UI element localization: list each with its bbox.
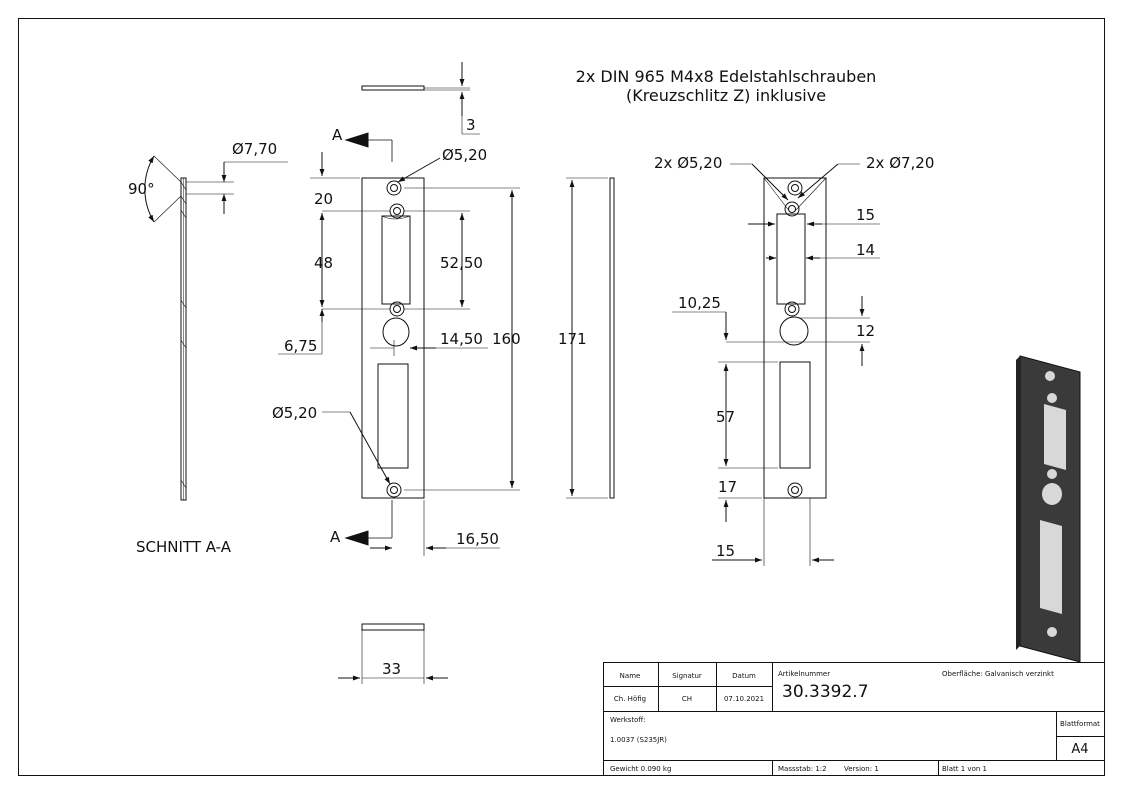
- bottom-hole-diameter: Ø5,20: [272, 404, 317, 422]
- dim-52-50: 52,50: [440, 254, 483, 272]
- width-dimension: 33: [382, 660, 401, 678]
- top-hole-diameter: Ø5,20: [442, 146, 487, 164]
- dim-14-50: 14,50: [440, 330, 483, 348]
- detail-dim-14: 14: [856, 241, 875, 259]
- tb-name: Ch. Höfig: [614, 695, 646, 703]
- dim-48: 48: [314, 254, 333, 272]
- note-line-2: (Kreuzschlitz Z) inklusive: [626, 86, 826, 105]
- tb-date-header: Datum: [732, 672, 756, 680]
- title-block: [603, 662, 1105, 776]
- cut-mark-bottom: A: [330, 528, 341, 546]
- detail-dim-57: 57: [716, 408, 735, 426]
- isometric-render: [1016, 355, 1081, 663]
- dim-6-75: 6,75: [284, 337, 317, 355]
- tb-signature: CH: [682, 695, 692, 703]
- tb-date: 07.10.2021: [724, 695, 764, 703]
- dim-16-50: 16,50: [456, 530, 499, 548]
- tb-version: Version: 1: [844, 765, 879, 773]
- detail-dim-12: 12: [856, 322, 875, 340]
- detail-dim-17: 17: [718, 478, 737, 496]
- section-hole-diameter: Ø7,70: [232, 140, 277, 158]
- dim-20: 20: [314, 190, 333, 208]
- hole-callout-small: 2x Ø5,20: [654, 154, 722, 172]
- side-view: [566, 177, 615, 499]
- tb-name-header: Name: [620, 672, 641, 680]
- note-line-1: 2x DIN 965 M4x8 Edelstahlschrauben: [576, 67, 877, 86]
- detail-dim-15-top: 15: [856, 206, 875, 224]
- tb-surface: Oberfläche: Galvanisch verzinkt: [942, 670, 1054, 678]
- tb-scale: Massstab: 1:2: [778, 765, 827, 773]
- tb-material: 1.0037 (S235JR): [610, 736, 667, 744]
- detail-dim-10-25: 10,25: [678, 294, 721, 312]
- hole-callout-large: 2x Ø7,20: [866, 154, 934, 172]
- tb-sheet: Blatt 1 von 1: [942, 765, 987, 773]
- tb-article-label: Artikelnummer: [778, 670, 830, 678]
- front-view: [278, 62, 520, 684]
- tb-weight: Gewicht 0.090 kg: [610, 765, 671, 773]
- tb-material-label: Werkstoff:: [610, 716, 646, 724]
- tb-article-number: 30.3392.7: [782, 682, 869, 702]
- tb-format-label: Blattformat: [1060, 720, 1100, 728]
- section-angle: 90°: [128, 180, 155, 198]
- screw-note: 2x DIN 965 M4x8 Edelstahlschrauben (Kreu…: [576, 67, 877, 105]
- section-view-a-a: [144, 155, 288, 501]
- dim-171: 171: [558, 330, 587, 348]
- section-label: SCHNITT A-A: [136, 538, 232, 556]
- tb-format: A4: [1071, 742, 1088, 757]
- drawing-frame: [18, 18, 1105, 776]
- detail-view: [672, 163, 880, 566]
- dim-160: 160: [492, 330, 521, 348]
- cut-mark-top: A: [332, 126, 343, 144]
- detail-dim-15-bottom: 15: [716, 542, 735, 560]
- thickness-dimension: 3: [466, 116, 476, 134]
- tb-signature-header: Signatur: [672, 672, 702, 680]
